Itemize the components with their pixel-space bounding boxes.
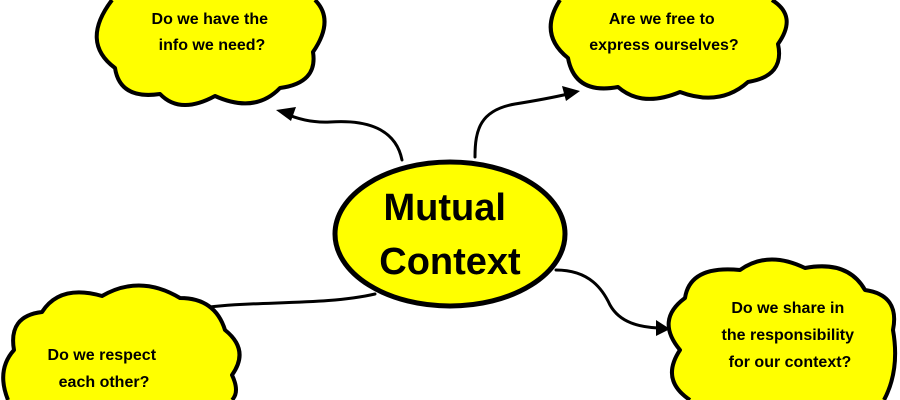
bubble-bottom-right-text: Do we share in the responsibility for ou… — [722, 300, 859, 371]
bubble-top-right-line-2: express ourselves? — [589, 37, 738, 54]
center-node: Mutual Context — [332, 159, 568, 309]
bubble-top-left-line-2: info we need? — [159, 37, 266, 54]
cloud-shape-bottom-left — [1, 283, 242, 400]
arrowhead-top-left — [276, 107, 296, 121]
connector-bottom-right — [554, 268, 660, 330]
bubble-top-right: Are we free to express ourselves? — [548, 0, 789, 101]
bubble-bottom-right-line-1: Do we share in — [731, 300, 844, 317]
arrowhead-bottom-right — [656, 320, 670, 336]
connector-top-right — [473, 92, 570, 159]
center-text: Mutual Context — [379, 187, 521, 283]
bubble-bottom-right: Do we share in the responsibility for ou… — [666, 257, 898, 400]
center-line-1: Mutual — [384, 187, 506, 229]
bubble-bottom-left-line-1: Do we respect — [48, 347, 157, 364]
cloud-shape-top-right — [548, 0, 789, 101]
center-line-2: Context — [379, 241, 521, 283]
connector-top-left — [282, 111, 404, 162]
bubble-top-left-text: Do we have the info we need? — [152, 11, 273, 54]
bubble-bottom-right-line-2: the responsibility — [722, 327, 855, 344]
connector-bottom-left — [194, 292, 377, 311]
bubble-top-left-line-1: Do we have the — [152, 11, 269, 28]
arrowhead-top-right — [562, 86, 580, 101]
bubble-top-left: Do we have the info we need? — [94, 0, 327, 107]
cloud-shape-bottom-right — [666, 257, 898, 400]
bubble-bottom-left: Do we respect each other? — [1, 283, 242, 400]
bubble-bottom-left-line-2: each other? — [59, 374, 150, 391]
bubble-top-right-text: Are we free to express ourselves? — [589, 11, 738, 54]
bubble-bottom-right-line-3: for our context? — [729, 354, 852, 371]
cloud-shape-top-left — [94, 0, 327, 107]
bubble-top-right-line-1: Are we free to — [609, 11, 715, 28]
bubble-bottom-left-text: Do we respect each other? — [48, 347, 161, 391]
center-ellipse — [332, 159, 568, 309]
